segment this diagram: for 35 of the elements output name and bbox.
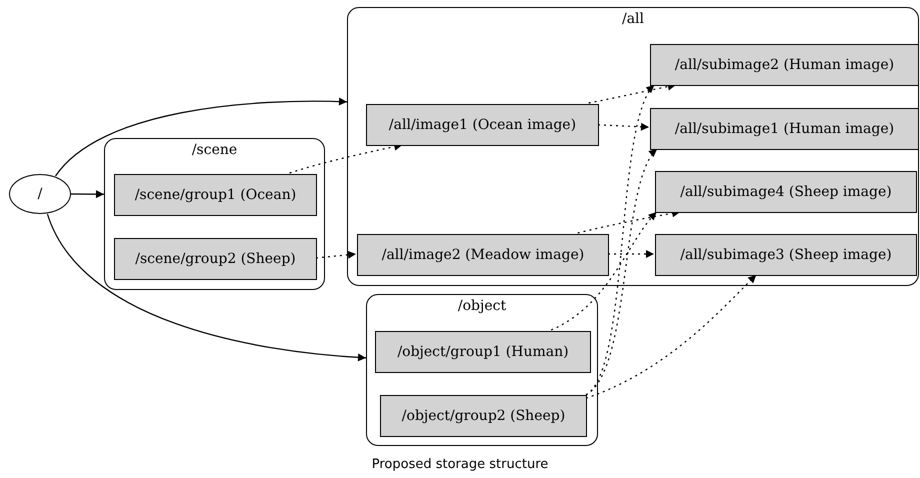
group-container — [347, 7, 919, 286]
arrow — [586, 148, 658, 396]
node-label: /scene/group1 (Ocean) — [134, 186, 296, 204]
node-box — [114, 174, 317, 216]
node-label: /all/image1 (Ocean image) — [388, 116, 576, 134]
node-box — [380, 395, 587, 437]
node-box — [650, 44, 919, 86]
node-label: /object/group2 (Sheep) — [402, 408, 566, 424]
node-label: /scene/group2 (Sheep) — [135, 250, 296, 268]
arrow — [46, 214, 366, 362]
node-label: / — [38, 186, 42, 202]
node-box — [655, 171, 917, 213]
arrow — [550, 212, 658, 331]
group-title: /all — [622, 10, 644, 28]
node-box — [357, 234, 609, 276]
node-label: /all/subimage3 (Sheep image) — [680, 246, 892, 264]
node-box — [655, 234, 917, 276]
node-box — [650, 108, 919, 150]
node-label: /all/subimage2 (Human image) — [674, 56, 894, 74]
node-box — [114, 238, 317, 280]
group-container — [366, 294, 598, 446]
arrow — [55, 98, 348, 176]
arrow — [71, 190, 104, 198]
arrow — [586, 274, 757, 399]
node-label: /all/subimage1 (Human image) — [674, 120, 894, 138]
node-box — [375, 331, 591, 373]
arrow — [316, 250, 356, 259]
node-label: /object/group1 (Human) — [397, 344, 569, 360]
group-title: /object — [458, 297, 506, 315]
group-title: /scene — [192, 141, 238, 159]
node-label: /all/subimage4 (Sheep image) — [680, 184, 892, 200]
caption: Proposed storage structure — [372, 457, 548, 472]
group-container — [104, 138, 325, 290]
node-label: /all/image2 (Meadow image) — [382, 246, 584, 264]
node-box — [366, 104, 599, 146]
